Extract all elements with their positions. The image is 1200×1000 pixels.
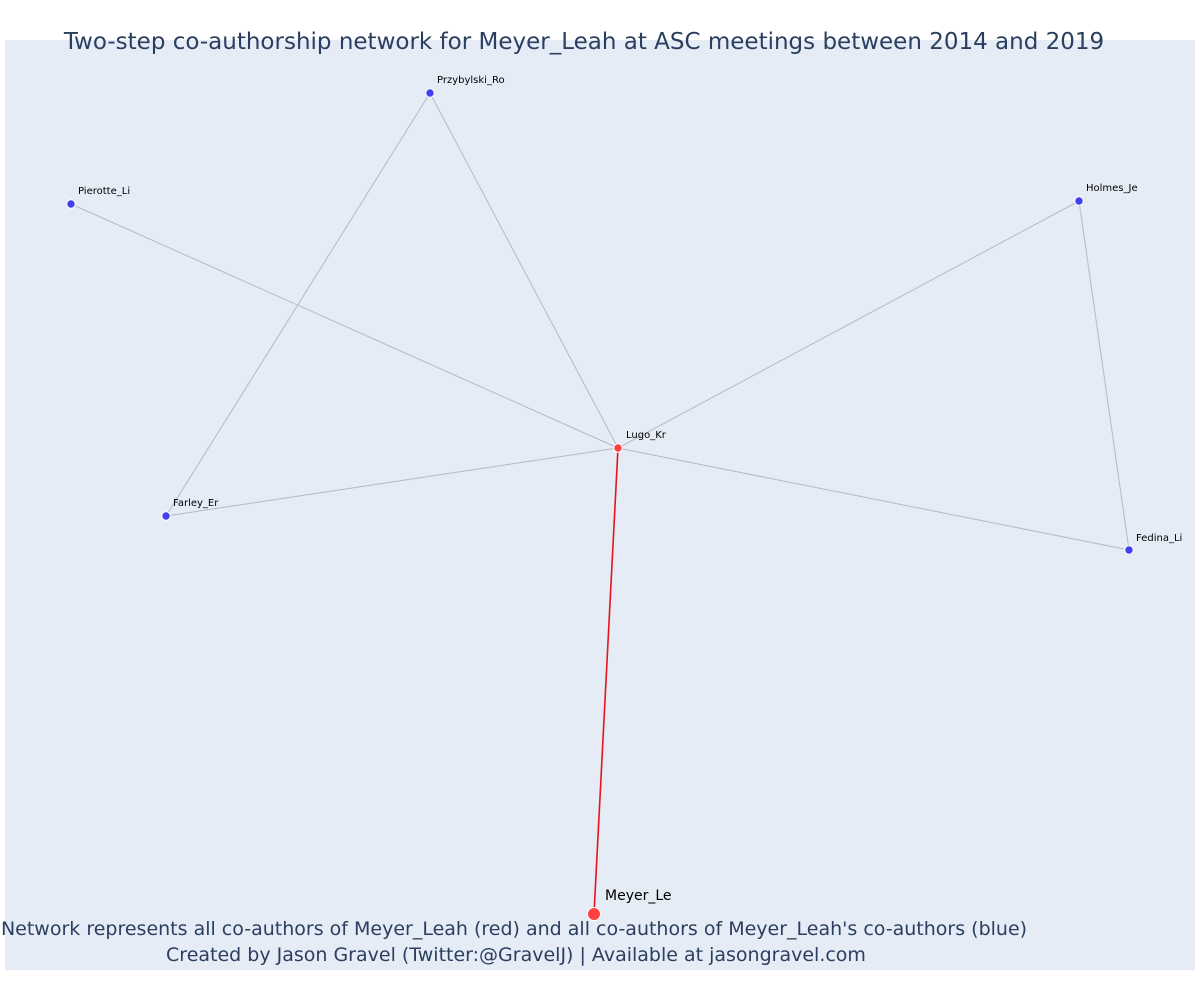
node-Holmes_Je[interactable]	[1074, 196, 1084, 206]
node-Farley_Er[interactable]	[161, 511, 171, 521]
footer-credit: Created by Jason Gravel (Twitter:@Gravel…	[166, 944, 866, 966]
node-label-Pierotte_Li: Pierotte_Li	[78, 186, 130, 197]
node-label-Meyer_Le: Meyer_Le	[605, 888, 672, 904]
node-Przybylski_Ro[interactable]	[425, 88, 435, 98]
node-Pierotte_Li[interactable]	[66, 199, 76, 209]
edge-Meyer_Le-Lugo_Kr	[593, 447, 619, 915]
edge-Lugo_Kr-Farley_Er	[165, 447, 619, 517]
edge-Lugo_Kr-Przybylski_Ro	[429, 92, 619, 449]
edge-Przybylski_Ro-Farley_Er	[165, 92, 431, 517]
edge-Lugo_Kr-Holmes_Je	[617, 200, 1080, 449]
node-label-Lugo_Kr: Lugo_Kr	[626, 430, 667, 441]
edge-Lugo_Kr-Pierotte_Li	[70, 203, 619, 449]
plot-background	[5, 40, 1195, 970]
edge-Lugo_Kr-Fedina_Li	[617, 447, 1130, 551]
edge-Holmes_Je-Fedina_Li	[1078, 200, 1130, 551]
node-Fedina_Li[interactable]	[1124, 545, 1134, 555]
nodes-layer	[66, 88, 1134, 921]
node-label-Holmes_Je: Holmes_Je	[1086, 183, 1138, 194]
edges-layer	[70, 92, 1130, 915]
node-label-Przybylski_Ro: Przybylski_Ro	[437, 75, 505, 86]
node-Lugo_Kr[interactable]	[613, 443, 623, 453]
chart-title: Two-step co-authorship network for Meyer…	[63, 29, 1105, 55]
footer-description: Network represents all co-authors of Mey…	[0, 918, 1028, 940]
node-Meyer_Le[interactable]	[587, 907, 601, 921]
node-label-Fedina_Li: Fedina_Li	[1136, 533, 1182, 544]
node-label-Farley_Er: Farley_Er	[173, 498, 219, 509]
